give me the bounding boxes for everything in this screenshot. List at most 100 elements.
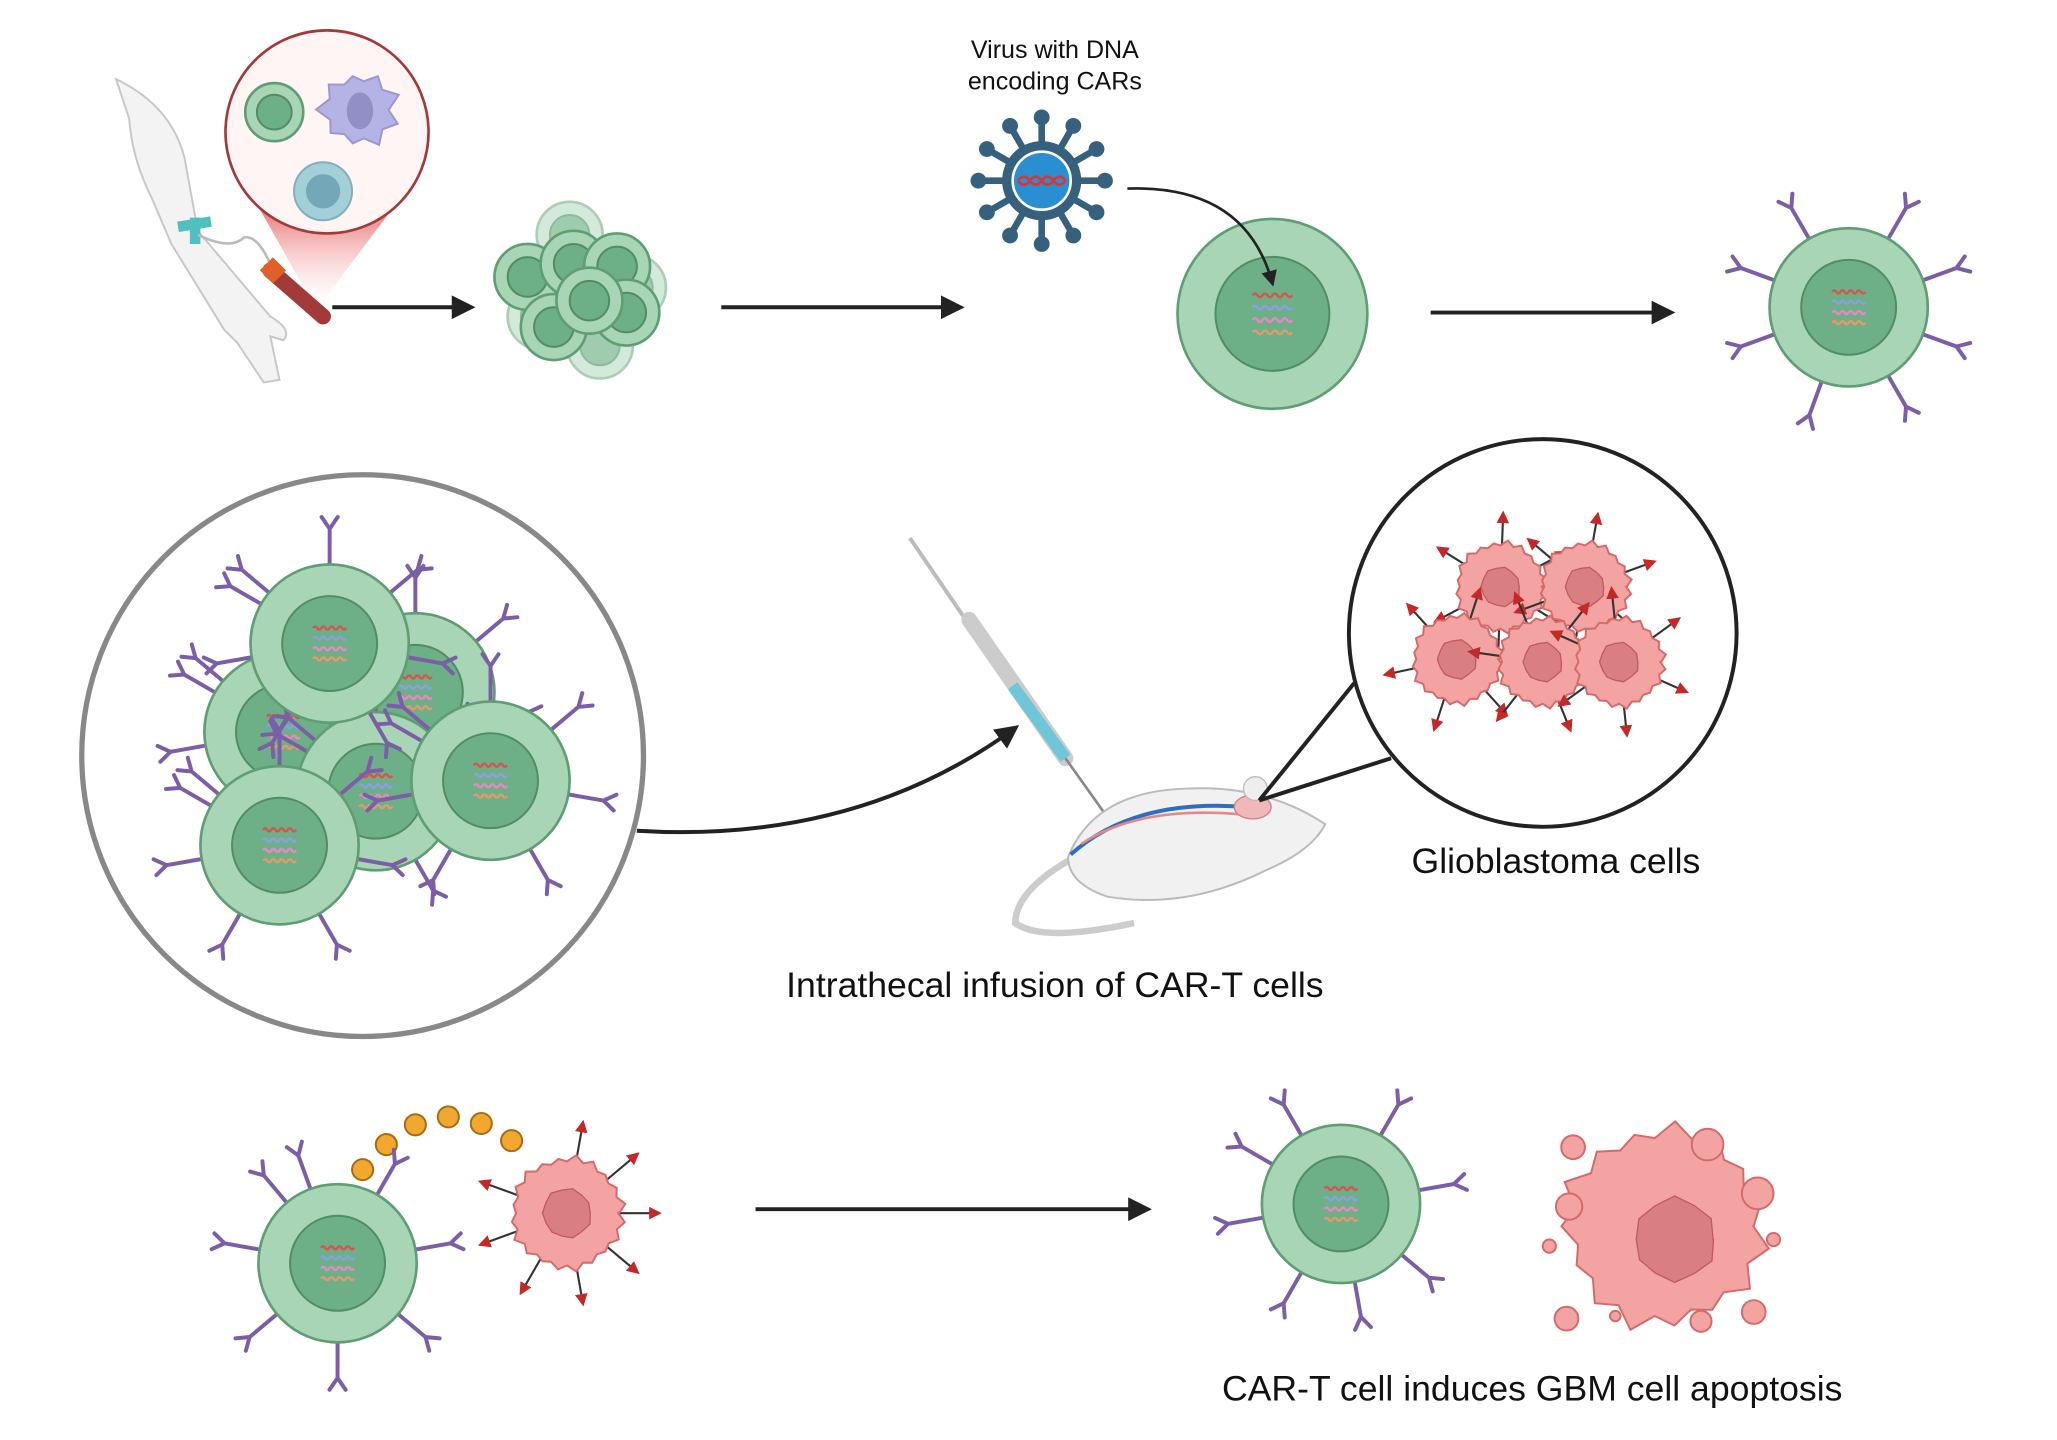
- car-receptor-icon: [327, 1340, 348, 1392]
- virus-icon: [970, 109, 1113, 252]
- car-t-cell: [201, 515, 458, 760]
- apoptotic-body: [1560, 1134, 1586, 1161]
- dna-strand: [397, 684, 433, 690]
- dna-strand: [262, 837, 297, 843]
- car-receptor-icon: [317, 911, 352, 961]
- dna-strand: [320, 1255, 356, 1261]
- syringe-icon: [908, 536, 1109, 819]
- dna-helix-icon: [397, 674, 433, 680]
- apoptotic-body: [1553, 1305, 1580, 1332]
- syringe-needle: [1064, 757, 1109, 819]
- virus-label-line2: encoding CARs: [968, 68, 1142, 96]
- dna-strand: [1251, 329, 1294, 336]
- car-receptor-icon: [209, 1231, 262, 1252]
- dna-helix-icon: [473, 762, 508, 768]
- car-t-cell: [151, 716, 408, 961]
- car-receptor-icon: [1378, 1088, 1414, 1138]
- car-receptor-icon: [355, 857, 408, 878]
- dna-strand: [1831, 319, 1867, 326]
- virus-spike-tip: [1088, 204, 1105, 221]
- car-receptor-icon: [338, 755, 384, 797]
- car-receptor-icon: [1921, 254, 1973, 283]
- cell-nucleus: [255, 93, 293, 131]
- car-receptor-icon: [207, 911, 242, 961]
- dna-helix-icon: [1831, 289, 1867, 295]
- dna-strand: [1323, 1216, 1359, 1223]
- dna-helix-icon: [1251, 292, 1294, 299]
- car-receptor-icon: [473, 602, 520, 644]
- cell-nucleus: [1292, 1155, 1390, 1253]
- car-t-cell-effector: [1213, 1088, 1469, 1332]
- car-t-cell-binding: [209, 1139, 466, 1392]
- cytokine-granule: [351, 1158, 375, 1182]
- car-receptor-icon: [155, 743, 208, 764]
- glioblastoma-cell: [477, 1119, 662, 1307]
- tube-line: [197, 233, 272, 265]
- zoom-line: [1257, 681, 1356, 802]
- infusion-label: Intrathecal infusion of CAR-T cells: [786, 965, 1323, 1005]
- virus-spike-tip: [1002, 117, 1018, 134]
- virus-spike-tip: [978, 204, 995, 221]
- dna-strand: [473, 772, 508, 779]
- virus-spike-tip: [1002, 227, 1018, 244]
- car-receptor-icon: [1399, 1252, 1446, 1294]
- car-receptor-icon: [1416, 1172, 1469, 1193]
- dna-strand: [1323, 1206, 1359, 1212]
- car-receptor-icon: [528, 847, 563, 897]
- car-receptor-icon: [225, 554, 272, 595]
- dna-strand: [1251, 317, 1294, 324]
- car-receptor-icon: [233, 1312, 279, 1353]
- arrow-viral-entry: [1127, 187, 1277, 287]
- tube-cap: [259, 257, 287, 284]
- dendritic-nucleus: [346, 92, 374, 130]
- cell-nucleus: [289, 1214, 387, 1312]
- glioblastoma-label: Glioblastoma cells: [1412, 841, 1701, 881]
- glioblastoma-cell: [1513, 511, 1657, 663]
- spinal-canal: [1080, 811, 1247, 846]
- car-receptor-icon: [374, 708, 424, 744]
- virus-spike-tip: [1065, 227, 1082, 244]
- zoom-line: [1258, 756, 1392, 803]
- car-receptor-icon: [1776, 191, 1812, 241]
- car-receptor-icon: [566, 792, 619, 813]
- car-receptor-icon: [1225, 1131, 1275, 1167]
- dna-strand: [358, 783, 394, 789]
- dna-helix-icon: [320, 1245, 356, 1251]
- apoptotic-body: [1740, 1176, 1775, 1211]
- virus-spike-tip: [1065, 117, 1082, 134]
- glioblastoma-cell: [1382, 586, 1532, 732]
- car-receptor-icon: [319, 515, 340, 567]
- virus-spike-tip: [978, 141, 995, 157]
- dna-strand: [1831, 309, 1867, 316]
- dna-strand: [262, 857, 297, 864]
- apoptotic-body: [1690, 1127, 1725, 1162]
- virus-spike-tip: [1088, 141, 1105, 157]
- apoptotic-body: [1765, 1231, 1782, 1248]
- car-receptor-icon: [201, 655, 254, 676]
- apoptotic-body: [1554, 1192, 1584, 1221]
- car-receptor-icon: [269, 716, 290, 769]
- car-receptor-icon: [1725, 332, 1777, 361]
- car-receptor-icon: [248, 1159, 289, 1205]
- arm-illustration: [114, 77, 288, 384]
- car-receptor-icon: [175, 755, 221, 797]
- car-t-cell: [362, 652, 619, 897]
- viral-dna-icon: [1016, 175, 1067, 186]
- virus-spike-tip: [1033, 236, 1050, 252]
- apoptotic-body: [1609, 1309, 1622, 1323]
- car-receptor-icon: [375, 1147, 410, 1197]
- dna-strand: [397, 694, 433, 701]
- arrow-infusion: [636, 725, 1020, 835]
- car-receptor-icon: [1921, 332, 1973, 361]
- car-receptor-icon: [1725, 254, 1777, 283]
- car-receptor-icon: [1886, 373, 1921, 423]
- car-receptor-icon: [396, 1312, 442, 1353]
- tumor-nucleus: [1522, 641, 1563, 683]
- expanded-t-cell: [555, 266, 624, 335]
- car-receptor-icon: [1795, 379, 1824, 431]
- dna-helix-icon: [312, 625, 348, 631]
- dna-strand: [473, 783, 508, 789]
- dna-helix-icon: [262, 827, 297, 833]
- cytokine-granule: [374, 1133, 398, 1157]
- magnify-cone: [257, 204, 396, 310]
